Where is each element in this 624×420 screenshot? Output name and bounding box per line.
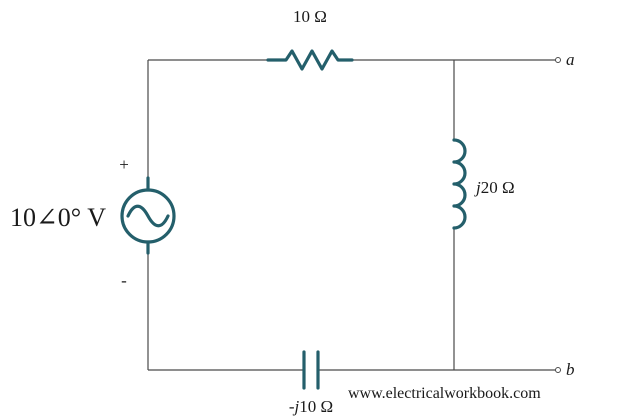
inductor: j20 Ω [452,138,515,230]
capacitor-prefix: - [289,397,295,416]
terminals: a b [555,50,575,379]
source-plus: + [119,155,129,174]
resistor: 10 Ω [266,7,354,71]
inductor-value: 20 Ω [481,178,515,197]
sine-wave-icon [126,204,170,228]
source-minus: - [121,271,127,290]
terminal-b-label: b [566,360,575,379]
source-circle [120,188,176,244]
inductor-label: j20 Ω [474,178,515,197]
source-label: 10∠0° V [10,203,106,232]
resistor-label: 10 Ω [293,7,327,26]
resistor-zigzag [266,49,354,71]
capacitor: -j10 Ω [289,350,333,416]
inductor-j: j [474,178,481,197]
terminal-a-dot [555,57,561,63]
capacitor-value: 10 Ω [299,397,333,416]
watermark: www.electricalworkbook.com [348,385,541,402]
wires [147,59,556,371]
terminal-b-dot [555,367,561,373]
capacitor-label: -j10 Ω [289,397,333,416]
inductor-coil [452,138,467,230]
terminal-a-label: a [566,50,575,69]
capacitor-j: j [293,397,300,416]
ac-source: + - 10∠0° V [10,155,176,290]
